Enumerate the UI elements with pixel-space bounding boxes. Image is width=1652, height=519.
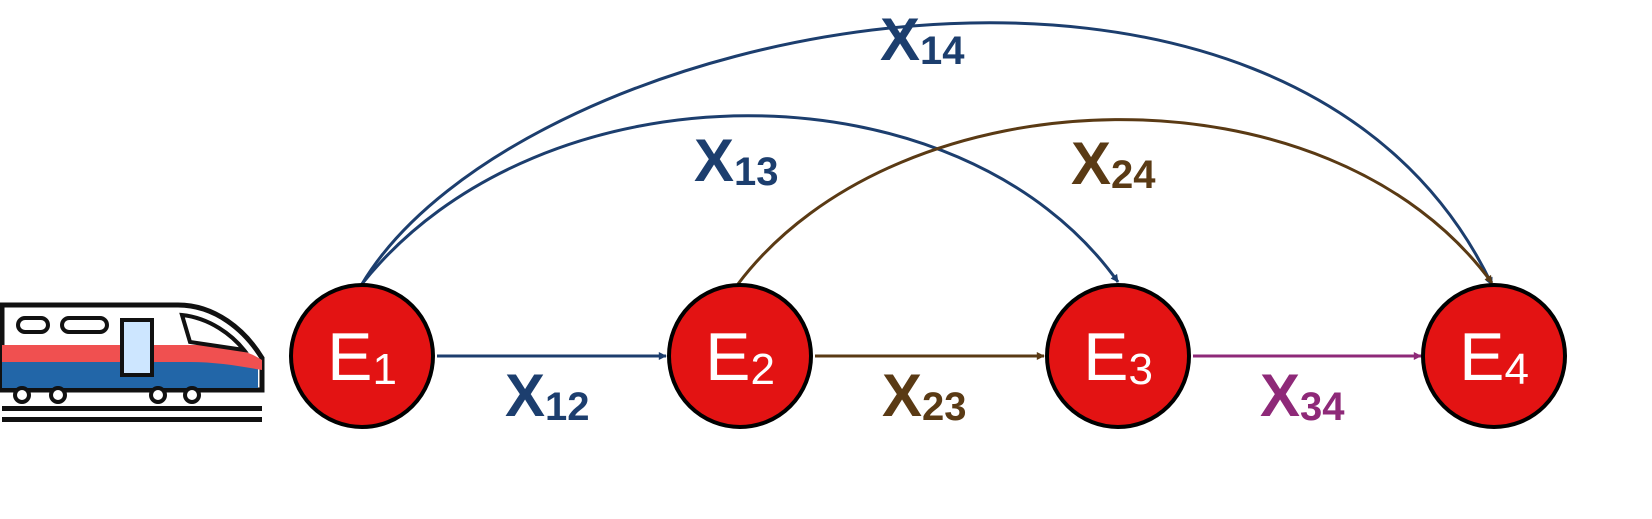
edge-x24-arrow — [736, 118, 1494, 285]
node-e2: E2 — [667, 283, 813, 429]
node-e1-label: E1 — [327, 319, 397, 395]
node-e1: E1 — [289, 283, 435, 429]
node-e2-label: E2 — [705, 319, 775, 395]
edge-x14-arrow — [360, 21, 1494, 286]
edge-x13-arrow — [360, 114, 1120, 285]
node-e3-label: E3 — [1083, 319, 1153, 395]
edge-x14-label: X14 — [880, 6, 965, 73]
edge-x13-label: X13 — [694, 127, 779, 194]
edge-x23-label: X23 — [882, 362, 967, 429]
node-e3: E3 — [1045, 283, 1191, 429]
edge-x12-label: X12 — [505, 362, 590, 429]
edge-x24-label: X24 — [1071, 130, 1156, 197]
node-e4: E4 — [1421, 283, 1567, 429]
train-icon — [0, 302, 265, 422]
node-e4-label: E4 — [1459, 319, 1529, 395]
edge-x34-label: X34 — [1260, 362, 1345, 429]
